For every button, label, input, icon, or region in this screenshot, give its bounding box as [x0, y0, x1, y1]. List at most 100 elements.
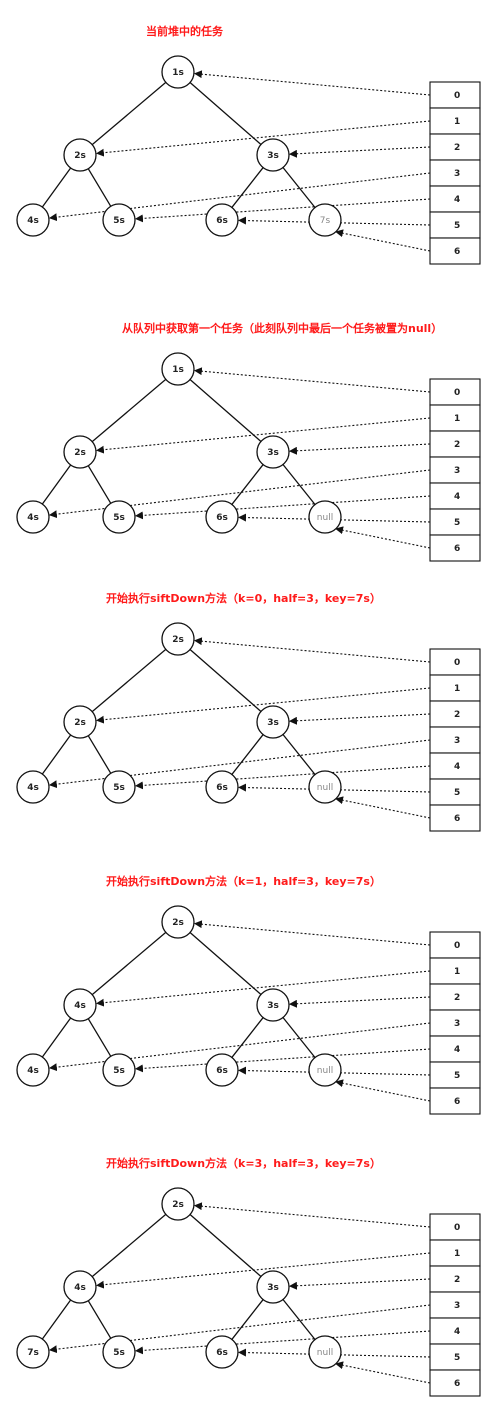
- heap-node: [161, 352, 195, 386]
- heap-node-label: 5s: [113, 513, 125, 523]
- index-pointer-arrow: [288, 443, 431, 455]
- heap-node-label: 6s: [216, 1066, 228, 1076]
- heap-node: [102, 770, 136, 804]
- tree-edge: [231, 734, 264, 775]
- array-index-label: 4: [454, 195, 460, 205]
- panel-title: 开始执行siftDown方法（k=3，half=3，key=7s）: [106, 1156, 381, 1170]
- tree-edge: [87, 465, 112, 504]
- array-index-label: 4: [454, 1045, 460, 1055]
- index-pointer-arrow: [335, 796, 431, 819]
- heap-node-label: 1s: [172, 365, 184, 375]
- tree-edge: [189, 379, 262, 442]
- heap-node: [308, 1335, 342, 1369]
- index-pointer-arrow: [335, 1361, 431, 1384]
- heap-node-label: 7s: [320, 216, 331, 226]
- heap-node: [308, 500, 342, 534]
- array-cell: [429, 1317, 481, 1345]
- heap-node: [205, 203, 239, 237]
- array-index-label: 3: [454, 466, 460, 476]
- heap-node-label: null: [317, 1066, 333, 1076]
- heap-node: [102, 1053, 136, 1087]
- heap-node: [63, 988, 97, 1022]
- index-pointer-arrow: [335, 1079, 431, 1102]
- array-index-label: 1: [454, 414, 460, 424]
- index-pointer-arrow: [134, 765, 431, 790]
- heap-node: [205, 770, 239, 804]
- heap-node-label: 3s: [267, 718, 279, 728]
- array-index-label: 5: [454, 221, 460, 231]
- heap-node-label: 5s: [113, 783, 125, 793]
- heap-node: [256, 988, 290, 1022]
- heap-node: [102, 203, 136, 237]
- heap-node: [256, 705, 290, 739]
- array-index-label: 3: [454, 736, 460, 746]
- tree-edge: [91, 378, 167, 443]
- tree-edge: [231, 1017, 264, 1058]
- heap-node: [256, 138, 290, 172]
- tree-edge: [231, 1299, 264, 1340]
- heap-node-label: null: [317, 783, 333, 793]
- heap-node-label: 6s: [216, 216, 228, 226]
- heap-node-label: 7s: [27, 1348, 39, 1358]
- tree-edge: [87, 735, 112, 774]
- heap-node: [308, 1053, 342, 1087]
- array-cell: [429, 674, 481, 702]
- heap-node: [102, 500, 136, 534]
- heap-node: [256, 435, 290, 469]
- tree-edge: [91, 931, 167, 996]
- index-pointer-arrow: [193, 70, 431, 96]
- heap-node-label: 3s: [267, 1001, 279, 1011]
- heap-node: [161, 622, 195, 656]
- heap-node: [63, 1270, 97, 1304]
- array-index-label: 1: [454, 967, 460, 977]
- heap-node-label: 6s: [216, 1348, 228, 1358]
- heap-panel-5: 开始执行siftDown方法（k=3，half=3，key=7s）0123456…: [16, 1156, 481, 1397]
- heap-node-label: 5s: [113, 1066, 125, 1076]
- index-pointer-arrow: [288, 996, 431, 1008]
- panel-title: 当前堆中的任务: [146, 24, 224, 38]
- array-cell: [429, 482, 481, 510]
- heap-node: [205, 1335, 239, 1369]
- heap-node: [161, 1187, 195, 1221]
- tree-edge: [41, 464, 72, 505]
- tree-edge: [87, 168, 112, 207]
- heap-node: [205, 500, 239, 534]
- array-index-label: 4: [454, 1327, 460, 1337]
- tree-edge: [282, 167, 316, 208]
- heap-node-label: 6s: [216, 513, 228, 523]
- tree-edge: [41, 167, 72, 208]
- array-index-label: 2: [454, 710, 460, 720]
- array-cell: [429, 430, 481, 458]
- array-index-label: 6: [454, 1379, 460, 1389]
- array-index-label: 0: [454, 1223, 460, 1233]
- tree-edge: [41, 1299, 72, 1340]
- array-cell: [429, 752, 481, 780]
- heap-panel-3: 开始执行siftDown方法（k=0，half=3，key=7s）0123456…: [16, 591, 481, 832]
- array-index-label: 6: [454, 1097, 460, 1107]
- heap-node-label: 5s: [113, 1348, 125, 1358]
- array-index-label: 0: [454, 658, 460, 668]
- heap-node-label: 3s: [267, 448, 279, 458]
- heap-node-label: 4s: [27, 216, 39, 226]
- tree-edge: [91, 81, 167, 146]
- array-index-label: 1: [454, 684, 460, 694]
- heap-node-label: 3s: [267, 1283, 279, 1293]
- heap-node-label: 4s: [27, 1066, 39, 1076]
- tree-edge: [189, 649, 262, 712]
- heap-node: [63, 705, 97, 739]
- array-index-label: 6: [454, 814, 460, 824]
- heap-node-label: 2s: [172, 635, 184, 645]
- index-pointer-arrow: [134, 1330, 431, 1355]
- array-index-label: 2: [454, 1275, 460, 1285]
- heap-node: [16, 203, 50, 237]
- tree-edge: [87, 1300, 112, 1339]
- array-cell: [429, 726, 481, 754]
- array-index-label: 4: [454, 762, 460, 772]
- heap-node-label: 5s: [113, 216, 125, 226]
- heap-node-label: 4s: [74, 1283, 86, 1293]
- index-pointer-arrow: [335, 526, 431, 549]
- array-index-label: 2: [454, 143, 460, 153]
- index-pointer-arrow: [193, 1202, 431, 1228]
